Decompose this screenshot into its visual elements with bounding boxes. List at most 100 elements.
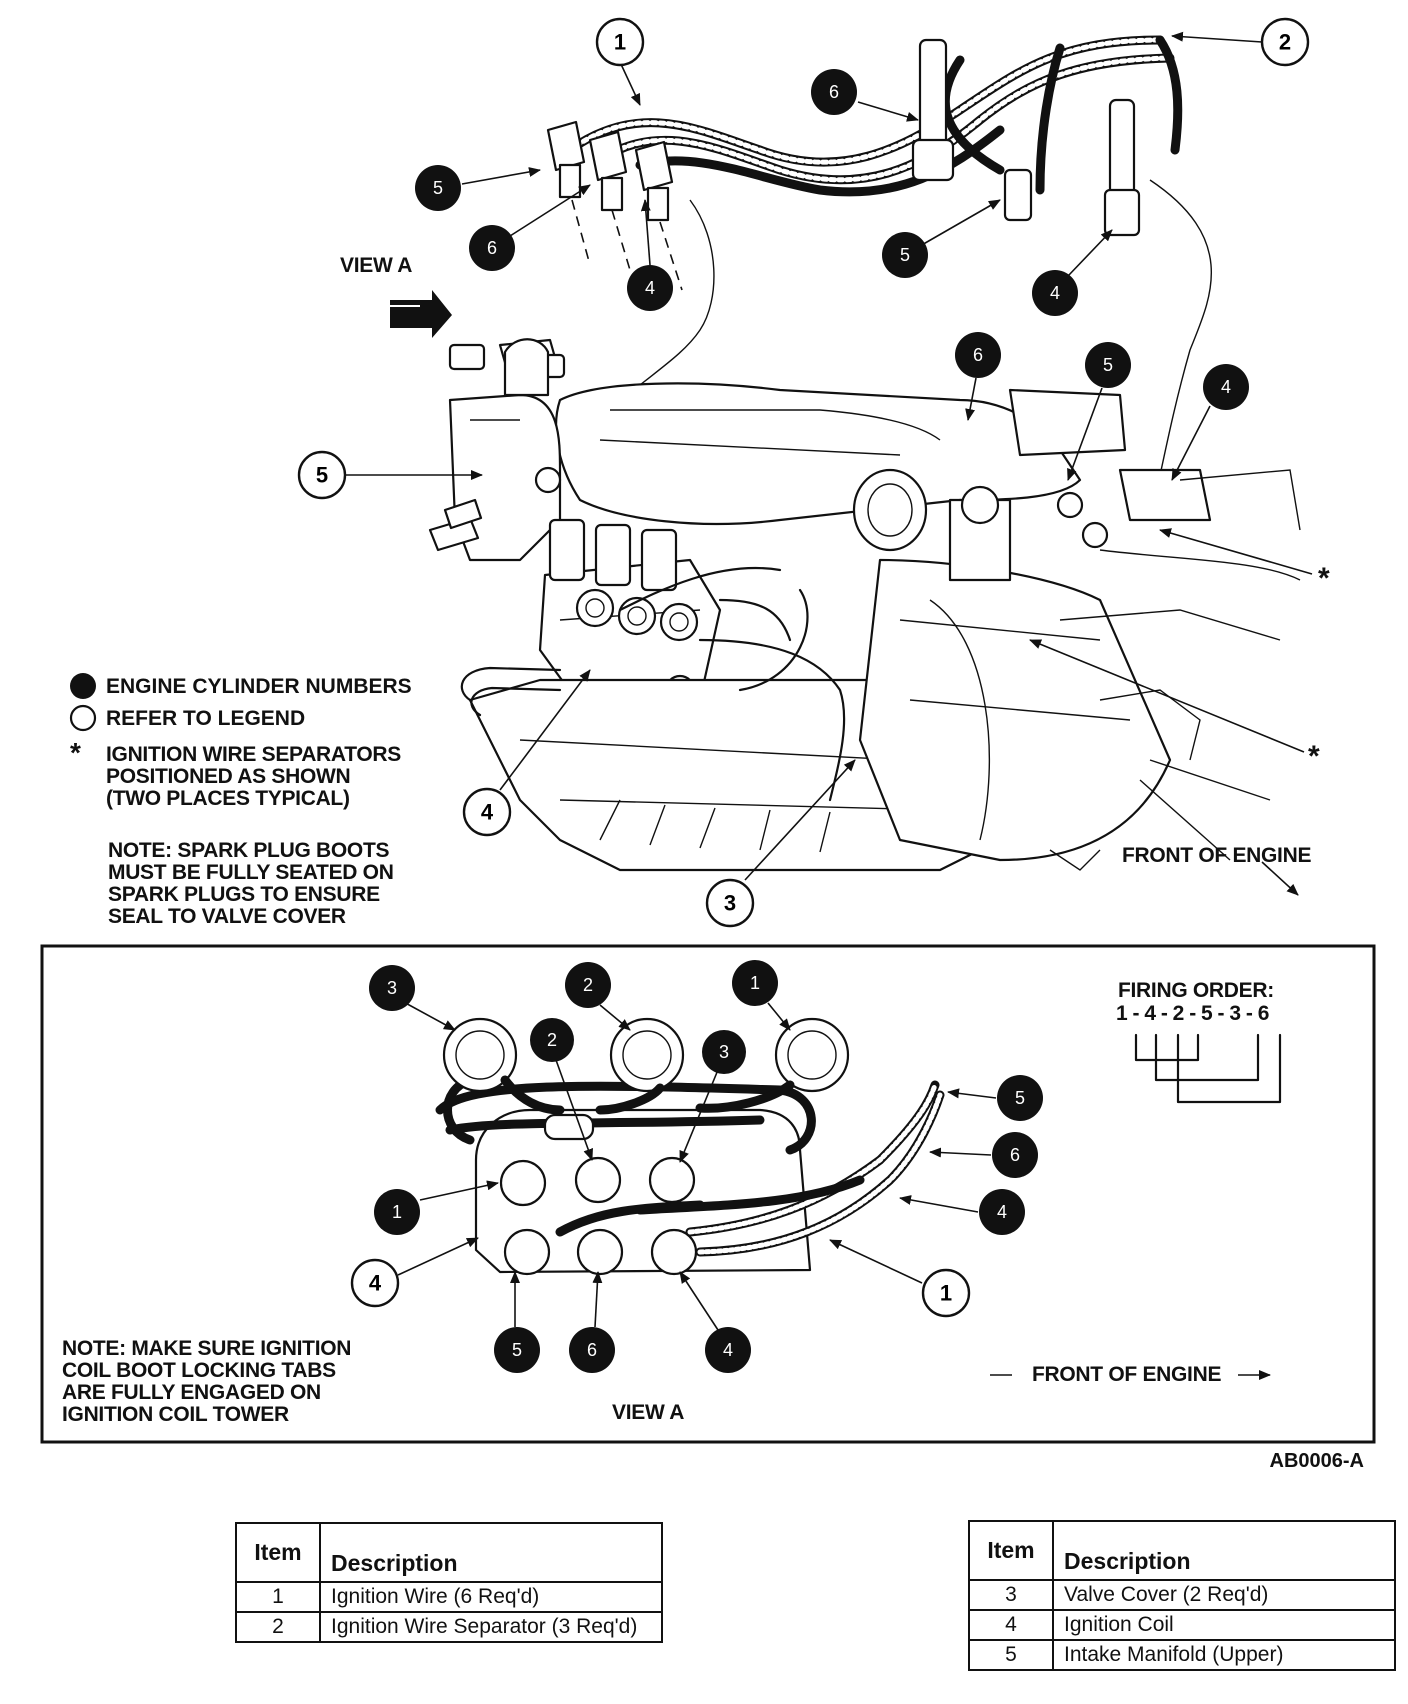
view-a-title: VIEW A: [612, 1401, 685, 1424]
viewa-plug-1-marker: [732, 960, 778, 1006]
legend-cylinder-numbers: ENGINE CYLINDER NUMBERS: [106, 675, 412, 698]
viewa-wire-5-marker: [997, 1075, 1043, 1121]
cylinder-5-mid-marker: [882, 232, 928, 278]
table-cell-description: Valve Cover (2 Req'd): [1052, 1579, 1396, 1611]
cylinder-4-left-marker: [627, 265, 673, 311]
asterisk-marker-1: *: [1318, 562, 1330, 595]
viewa-wire-4-marker: [979, 1189, 1025, 1235]
cylinder-6-top-text: 6: [829, 82, 839, 102]
callout-item-4-upper-text: 4: [481, 800, 494, 825]
table-row: 1 Ignition Wire (6 Req'd): [235, 1581, 663, 1613]
cylinder-6-engine-text: 6: [973, 345, 983, 365]
table-cell-item: 2: [235, 1611, 321, 1643]
spark-plug-boots-upper: [911, 38, 1141, 237]
table-cell-item: 1: [235, 1581, 321, 1613]
viewa-coil-6-marker: [569, 1327, 615, 1373]
viewa-coil-6-text: 6: [587, 1340, 597, 1360]
cylinder-6-engine-marker: [955, 332, 1001, 378]
viewa-coil-3-text: 3: [719, 1042, 729, 1062]
callout-item-4-upper: [462, 787, 512, 837]
legend-open-circle-symbol: [69, 704, 97, 732]
cylinder-5-left-marker: [415, 165, 461, 211]
viewa-plug-2-text: 2: [583, 975, 593, 995]
upper-front-of-engine-label: FRONT OF ENGINE: [1122, 844, 1312, 867]
table-right-header-item: Item: [968, 1520, 1054, 1581]
cylinder-5-mid-text: 5: [900, 245, 910, 265]
table-row: 4 Ignition Coil: [968, 1609, 1396, 1641]
viewa-item-4-text: 4: [369, 1271, 382, 1296]
cylinder-6-left-text: 6: [487, 238, 497, 258]
cylinder-5-engine-marker: [1085, 342, 1131, 388]
viewa-plug-3-text: 3: [387, 978, 397, 998]
cylinder-6-top-marker: [811, 69, 857, 115]
engine-illustration: [428, 338, 1301, 872]
legend-refer-to-legend: REFER TO LEGEND: [106, 707, 306, 730]
viewa-coil-1-text: 1: [392, 1202, 402, 1222]
upper-note-spark-plug-boots: NOTE: SPARK PLUG BOOTS MUST BE FULLY SEA…: [108, 839, 394, 928]
viewa-coil-5-marker: [494, 1327, 540, 1373]
viewa-coil-1-marker: [374, 1189, 420, 1235]
table-row: 3 Valve Cover (2 Req'd): [968, 1579, 1396, 1611]
table-cell-description: Intake Manifold (Upper): [1052, 1639, 1396, 1671]
view-a-panel: [40, 944, 1376, 1444]
table-row: 5 Intake Manifold (Upper): [968, 1639, 1396, 1671]
cylinder-4-right-top-marker: [1032, 270, 1078, 316]
legend-ignition-wire-separators: IGNITION WIRE SEPARATORS POSITIONED AS S…: [106, 743, 401, 810]
view-a-arrow: [388, 290, 452, 338]
callout-item-5-upper-text: 5: [316, 463, 328, 488]
viewa-item-1-marker: [921, 1268, 971, 1318]
callout-item-1-upper-text: 1: [614, 30, 626, 55]
view-a-note-coil-boot: NOTE: MAKE SURE IGNITION COIL BOOT LOCKI…: [62, 1337, 352, 1426]
viewa-coil-5-text: 5: [512, 1340, 522, 1360]
viewa-plug-1-text: 1: [750, 973, 760, 993]
asterisk-marker-2: *: [1308, 740, 1320, 773]
table-row: 2 Ignition Wire Separator (3 Req'd): [235, 1611, 663, 1643]
firing-order-sequence: 1 - 4 - 2 - 5 - 3 - 6: [1116, 1002, 1269, 1025]
callout-item-2-upper-text: 2: [1279, 30, 1291, 55]
viewa-wire-6-marker: [992, 1132, 1038, 1178]
table-cell-item: 3: [968, 1579, 1054, 1611]
callout-item-5-upper: [297, 450, 347, 500]
legend-asterisk-symbol: *: [70, 737, 81, 768]
cylinder-5-engine-text: 5: [1103, 355, 1113, 375]
table-cell-description: Ignition Wire (6 Req'd): [319, 1581, 663, 1613]
cylinder-4-left-text: 4: [645, 278, 655, 298]
viewa-wire-5-text: 5: [1015, 1088, 1025, 1108]
viewa-coil-4-marker: [705, 1327, 751, 1373]
ignition-wire-set: [565, 35, 1183, 197]
figure-code: AB0006-A: [1269, 1450, 1364, 1472]
table-right-header-description: Description: [1052, 1520, 1396, 1581]
viewa-plug-2-marker: [565, 962, 611, 1008]
cylinder-5-left-text: 5: [433, 178, 443, 198]
cylinder-4-engine-right-text: 4: [1221, 377, 1231, 397]
viewa-coil-4-text: 4: [723, 1340, 733, 1360]
firing-order-title: FIRING ORDER:: [1118, 979, 1274, 1002]
callout-item-3-upper: [705, 878, 755, 928]
viewa-coil-2-text: 2: [547, 1030, 557, 1050]
viewa-plug-3-marker: [369, 965, 415, 1011]
table-cell-description: Ignition Wire Separator (3 Req'd): [319, 1611, 663, 1643]
viewa-coil-3-marker: [702, 1030, 746, 1074]
table-left-header-description: Description: [319, 1522, 663, 1583]
table-cell-item: 4: [968, 1609, 1054, 1641]
firing-order-bracket: [1134, 1033, 1282, 1104]
callout-item-3-upper-text: 3: [724, 891, 736, 916]
legend-table-left: Item Description 1 Ignition Wire (6 Req'…: [235, 1522, 663, 1643]
cylinder-4-engine-right-marker: [1203, 364, 1249, 410]
coil-end-boots: [546, 120, 683, 291]
view-a-front-of-engine-label: FRONT OF ENGINE: [1032, 1363, 1222, 1386]
cylinder-4-right-top-text: 4: [1050, 283, 1060, 303]
viewa-wire-6-text: 6: [1010, 1145, 1020, 1165]
table-left-header-item: Item: [235, 1522, 321, 1583]
viewa-wire-4-text: 4: [997, 1202, 1007, 1222]
legend-filled-circle-symbol: [70, 673, 96, 699]
callout-item-1-upper: [595, 17, 645, 67]
table-cell-description: Ignition Coil: [1052, 1609, 1396, 1641]
view-a-coil-illustration: [435, 1017, 945, 1276]
viewa-coil-2-marker: [530, 1018, 574, 1062]
view-a-callout-label: VIEW A: [340, 254, 413, 277]
cylinder-6-left-marker: [469, 225, 515, 271]
viewa-item-4-marker: [350, 1258, 400, 1308]
legend-table-right: Item Description 3 Valve Cover (2 Req'd)…: [968, 1520, 1396, 1671]
